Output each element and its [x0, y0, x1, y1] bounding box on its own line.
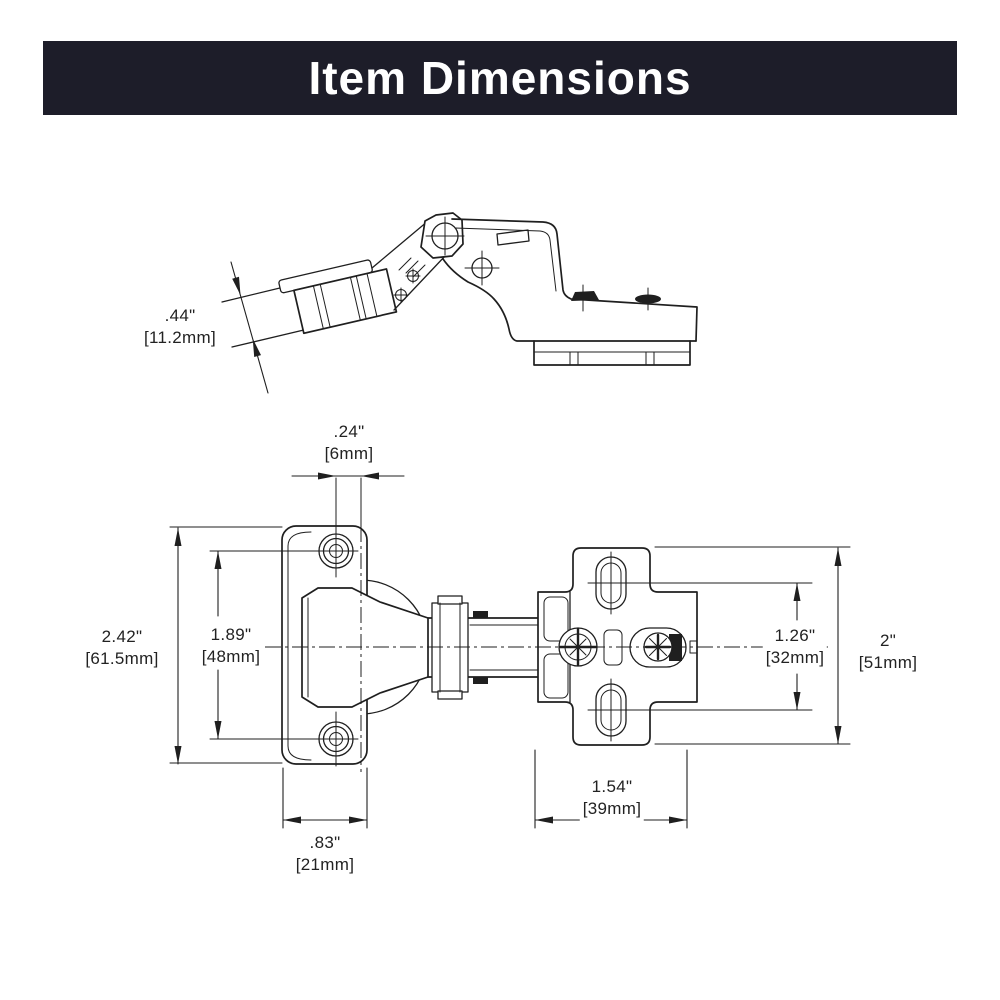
dimension-inches: 1.89": [210, 625, 252, 644]
dimension-mm: [39mm]: [582, 799, 642, 818]
dimension-inches: .24": [333, 422, 365, 441]
dimension-inches: .44": [164, 306, 196, 325]
dimension-label-hole-inset: .24" [6mm]: [321, 420, 377, 466]
dimension-inches: 2": [879, 631, 897, 650]
dimension-mm: [61.5mm]: [85, 649, 159, 668]
dimension-label-plate-height: 2" [51mm]: [855, 629, 921, 675]
header-bar: Item Dimensions: [43, 41, 957, 115]
dimension-mm: [51mm]: [858, 653, 918, 672]
dimension-label-flange-height: 2.42" [61.5mm]: [82, 625, 162, 671]
dimension-lines: [169, 472, 851, 829]
dimension-mm: [32mm]: [765, 648, 825, 667]
side-view-group: [221, 212, 698, 394]
dimension-mm: [21mm]: [295, 855, 355, 874]
dimension-label-slot-spacing: 1.26" [32mm]: [762, 624, 828, 670]
dimension-label-plate-width: 1.54" [39mm]: [579, 775, 645, 821]
dimension-mm: [11.2mm]: [144, 328, 216, 347]
dimension-inches: 2.42": [101, 627, 143, 646]
dimension-mm: [6mm]: [324, 444, 374, 463]
dimension-inches: .83": [309, 833, 341, 852]
page-title: Item Dimensions: [308, 52, 692, 104]
dimension-label-cup-depth: .44" [11.2mm]: [141, 304, 219, 350]
dimension-label-screw-spacing: 1.89" [48mm]: [198, 623, 264, 669]
dimension-inches: 1.26": [774, 626, 816, 645]
plan-view-group: [209, 477, 832, 772]
dimension-inches: 1.54": [591, 777, 633, 796]
dimension-label-flange-width: .83" [21mm]: [292, 831, 358, 877]
dimension-mm: [48mm]: [201, 647, 261, 666]
